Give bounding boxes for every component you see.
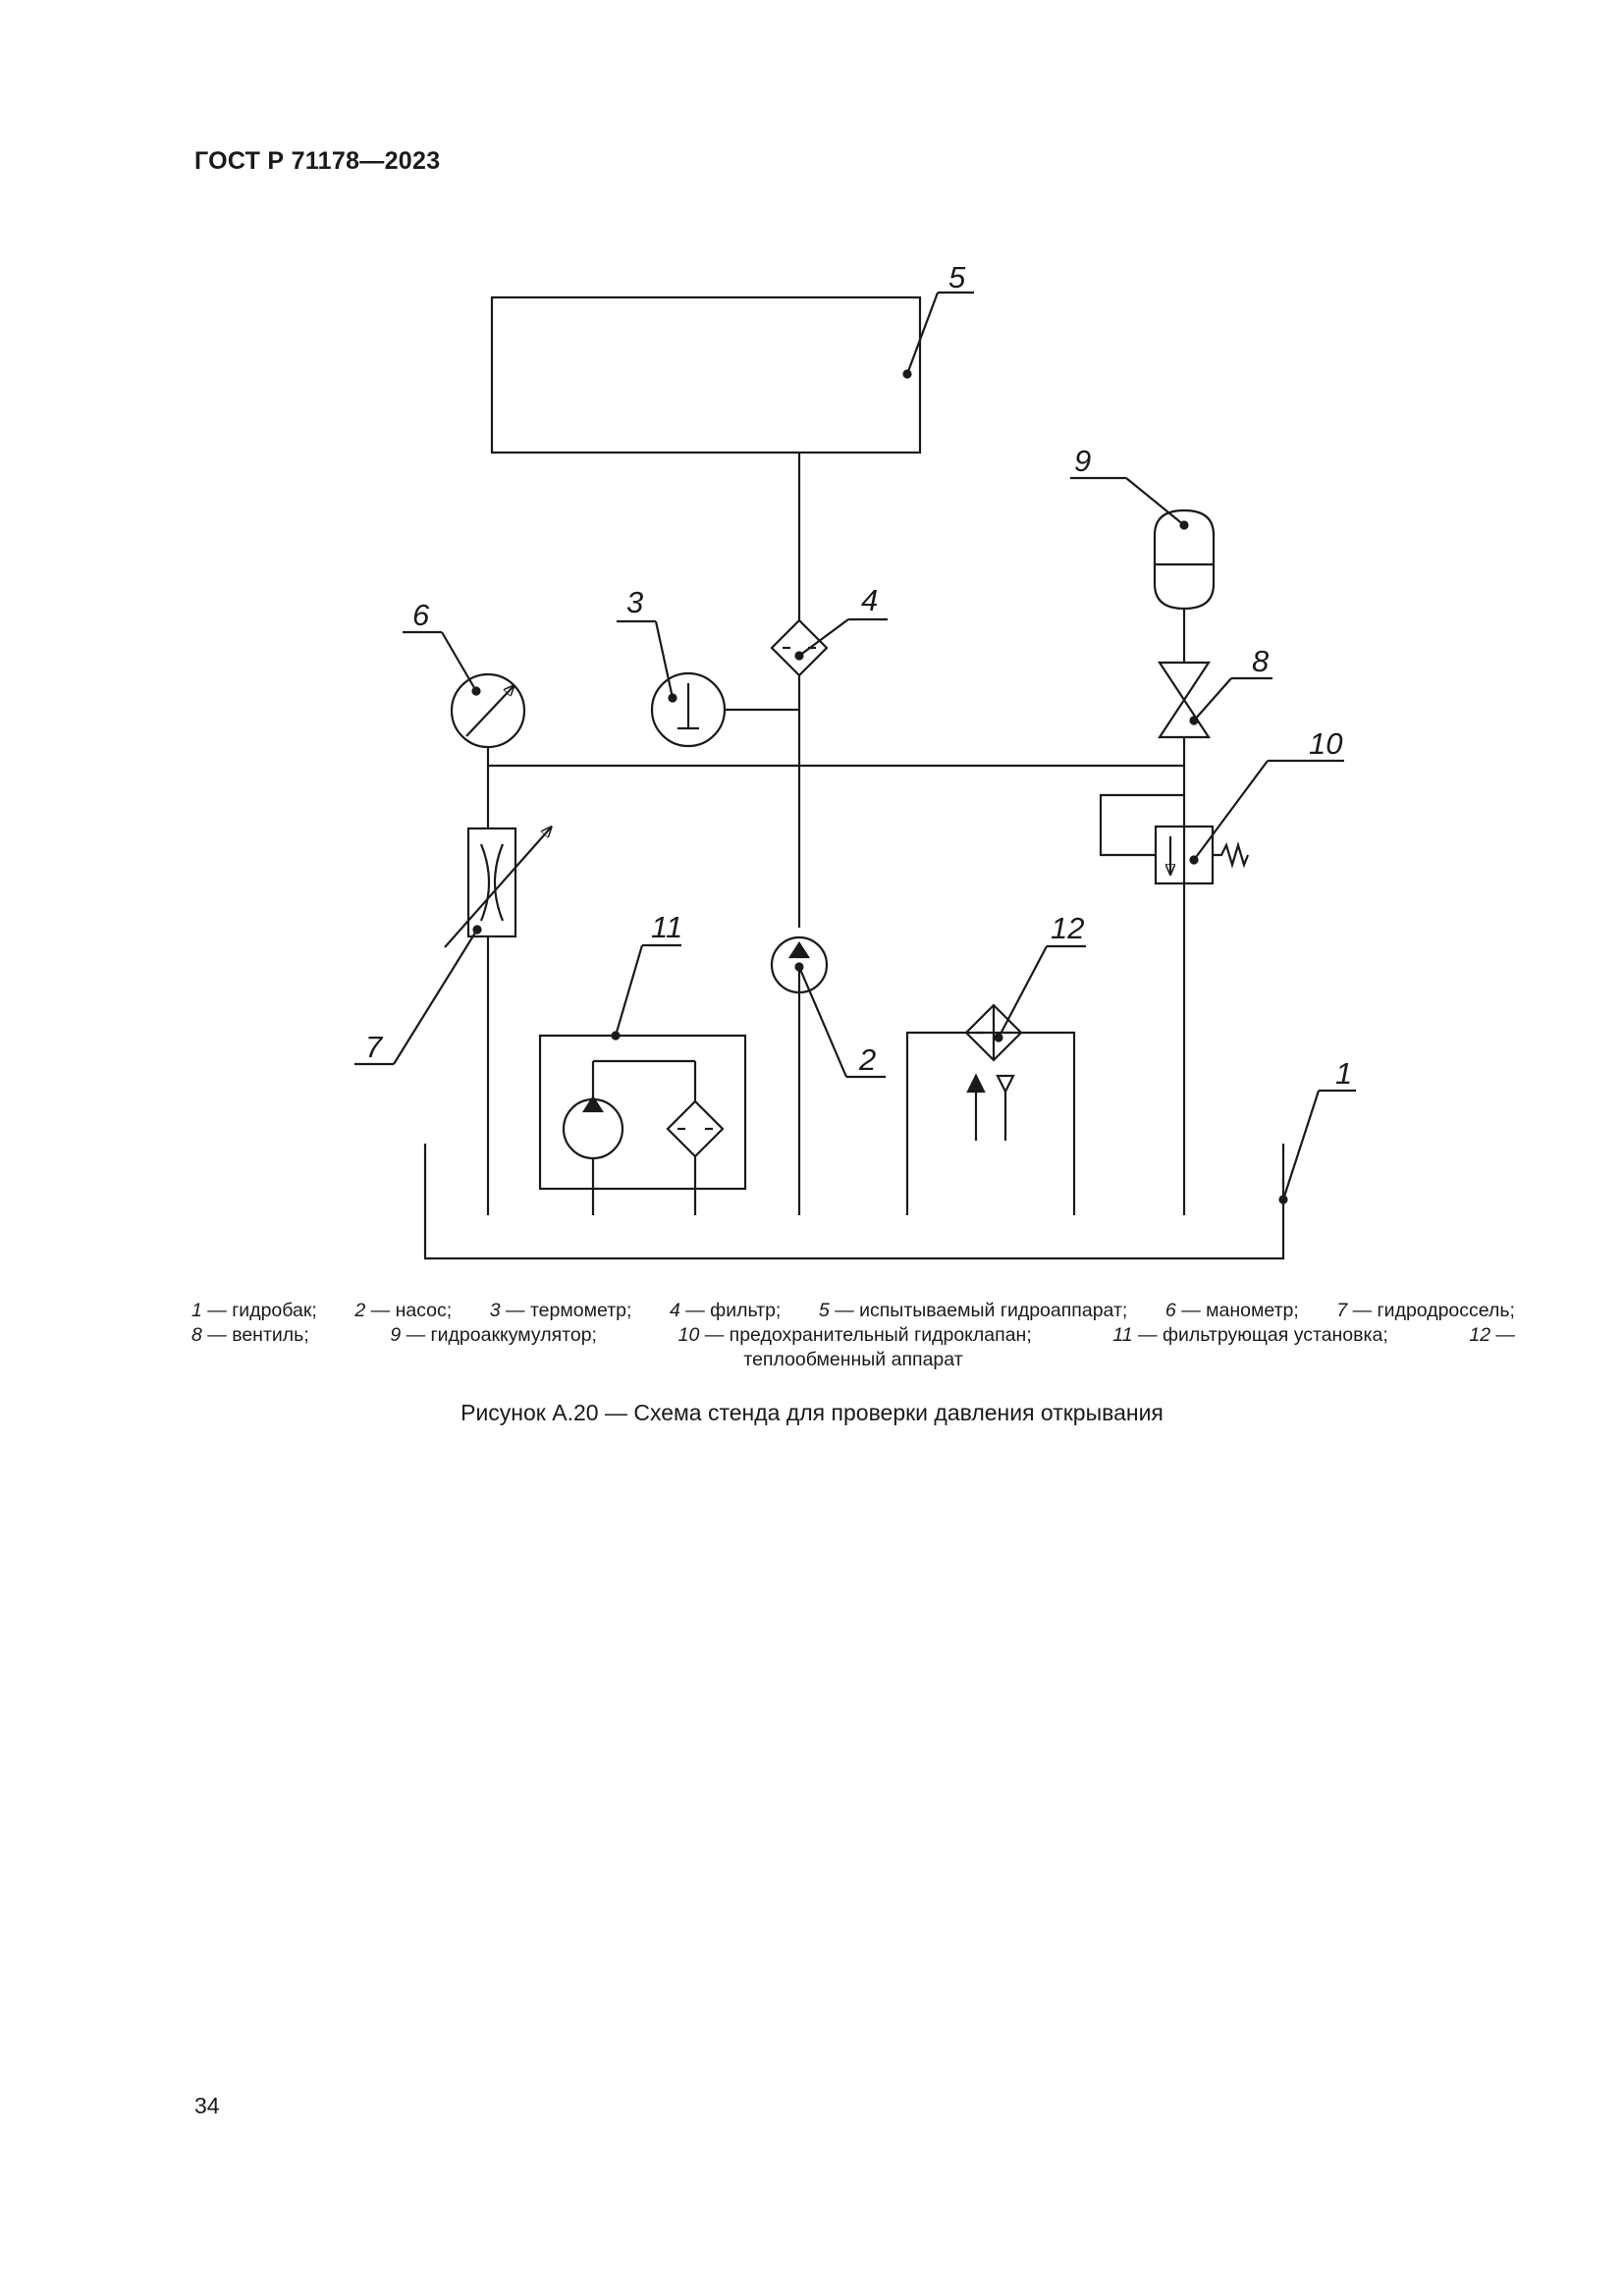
legend-item: 10 — предохранительный гидроклапан;: [677, 1324, 1032, 1346]
document-header: ГОСТ Р 71178—2023: [194, 147, 441, 175]
figure-caption: Рисунок А.20 — Схема стенда для проверки…: [460, 1400, 1164, 1425]
callout-9: 9: [1074, 444, 1091, 478]
callout-2: 2: [858, 1042, 876, 1077]
legend-line-3: теплообменный аппарат: [743, 1349, 963, 1370]
legend-item: 3 — термометр;: [489, 1300, 632, 1321]
thermometer-symbol: [617, 619, 799, 748]
callout-4: 4: [861, 583, 878, 617]
heat-exchanger-symbol: [905, 944, 1086, 1215]
valve-symbol: [1157, 661, 1272, 739]
legend-item: 11 — фильтрующая установка;: [1112, 1324, 1388, 1346]
legend-line-2: 8 — вентиль; 9 — гидроаккумулятор; 10 — …: [191, 1323, 1515, 1348]
legend-item: 6 — манометр;: [1164, 1300, 1299, 1321]
filter-symbol: [770, 617, 888, 677]
callout-12: 12: [1051, 911, 1084, 945]
page-number: 34: [194, 2093, 220, 2118]
legend-item: 12 —: [1469, 1324, 1515, 1346]
callout-3: 3: [626, 585, 643, 619]
accumulator-symbol: [1070, 476, 1216, 611]
pressure-gauge-symbol: [403, 630, 526, 828]
legend-item: 1 — гидробак;: [191, 1300, 317, 1321]
tank-symbol: [423, 1089, 1356, 1260]
legend-item: 7 — гидродроссель;: [1336, 1300, 1515, 1321]
callout-11: 11: [651, 910, 682, 944]
legend-line-1: 1 — гидробак; 2 — насос; 3 — термометр; …: [191, 1299, 1515, 1323]
callout-5: 5: [948, 260, 966, 294]
legend-item: 8 — вентиль;: [191, 1324, 309, 1346]
callout-8: 8: [1252, 644, 1270, 678]
legend-item: 2 — насос;: [354, 1300, 453, 1321]
tested-apparatus: [490, 291, 974, 454]
figure-legend: 1 — гидробак; 2 — насос; 3 — термометр; …: [191, 1299, 1515, 1372]
callout-6: 6: [412, 598, 430, 632]
pump-symbol: [770, 935, 886, 1079]
legend-item: 9 — гидроаккумулятор;: [390, 1324, 597, 1346]
legend-item: 5 — испытываемый гидроаппарат;: [818, 1300, 1128, 1321]
legend-item: 4 — фильтр;: [669, 1300, 782, 1321]
callout-1: 1: [1335, 1056, 1352, 1091]
filtering-unit-symbol: [538, 943, 747, 1215]
relief-valve-symbol: [1099, 759, 1344, 885]
callout-10: 10: [1309, 726, 1342, 761]
callout-7: 7: [365, 1030, 384, 1064]
throttle-symbol: [354, 828, 551, 1215]
